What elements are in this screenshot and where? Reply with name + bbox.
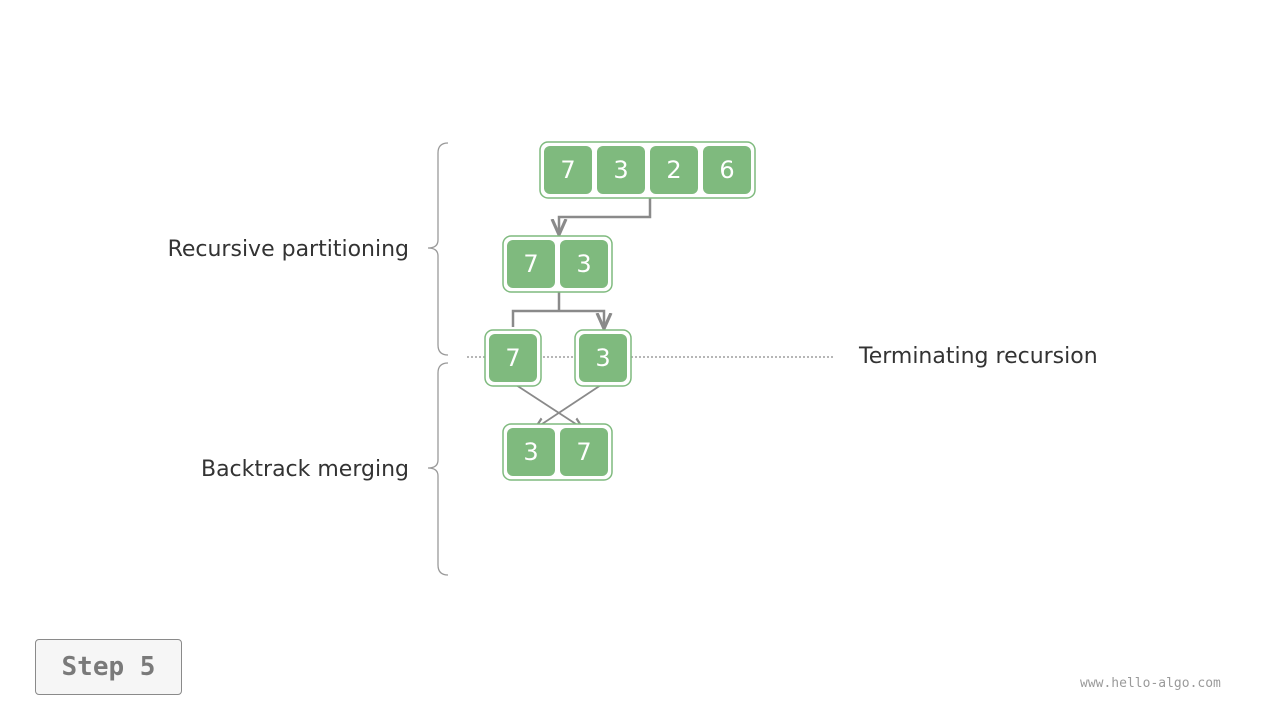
array-cell-value: 3	[523, 438, 538, 466]
array-cell-value: 3	[613, 156, 628, 184]
array-leaf-right: 3	[574, 329, 632, 387]
array-cell	[650, 146, 698, 194]
array-cell	[579, 334, 627, 382]
step-indicator: Step 5	[35, 639, 182, 695]
array-cell-value: 7	[576, 438, 591, 466]
watermark: www.hello-algo.com	[1080, 676, 1221, 691]
arrow-left-leaf-to-merged	[512, 382, 582, 428]
array-leaf-left: 7	[484, 329, 542, 387]
brace-merging	[427, 362, 449, 576]
array-cell-value: 2	[666, 156, 681, 184]
label-backtrack-merging: Backtrack merging	[201, 457, 409, 482]
array-cell-value: 3	[576, 250, 591, 278]
array-cell	[703, 146, 751, 194]
label-recursive-partitioning: Recursive partitioning	[168, 237, 409, 262]
array-cell	[560, 240, 608, 288]
array-cell	[560, 428, 608, 476]
array-frame	[539, 141, 756, 199]
array-cell-value: 7	[523, 250, 538, 278]
array-cell-value: 7	[560, 156, 575, 184]
array-cell	[507, 240, 555, 288]
label-terminating-recursion: Terminating recursion	[858, 344, 1098, 369]
brace-partitioning	[427, 142, 449, 356]
array-cell-value: 6	[719, 156, 734, 184]
array-cell	[489, 334, 537, 382]
arrow-level1-to-leaves	[511, 292, 604, 327]
array-cell	[544, 146, 592, 194]
array-cell	[507, 428, 555, 476]
arrow-right-leaf-to-merged	[536, 382, 605, 428]
arrow-root-to-level1	[559, 198, 652, 233]
array-cell-value: 3	[595, 344, 610, 372]
array-root: 7 3 2 6	[539, 141, 756, 199]
array-cell-value: 7	[505, 344, 520, 372]
array-cell	[597, 146, 645, 194]
